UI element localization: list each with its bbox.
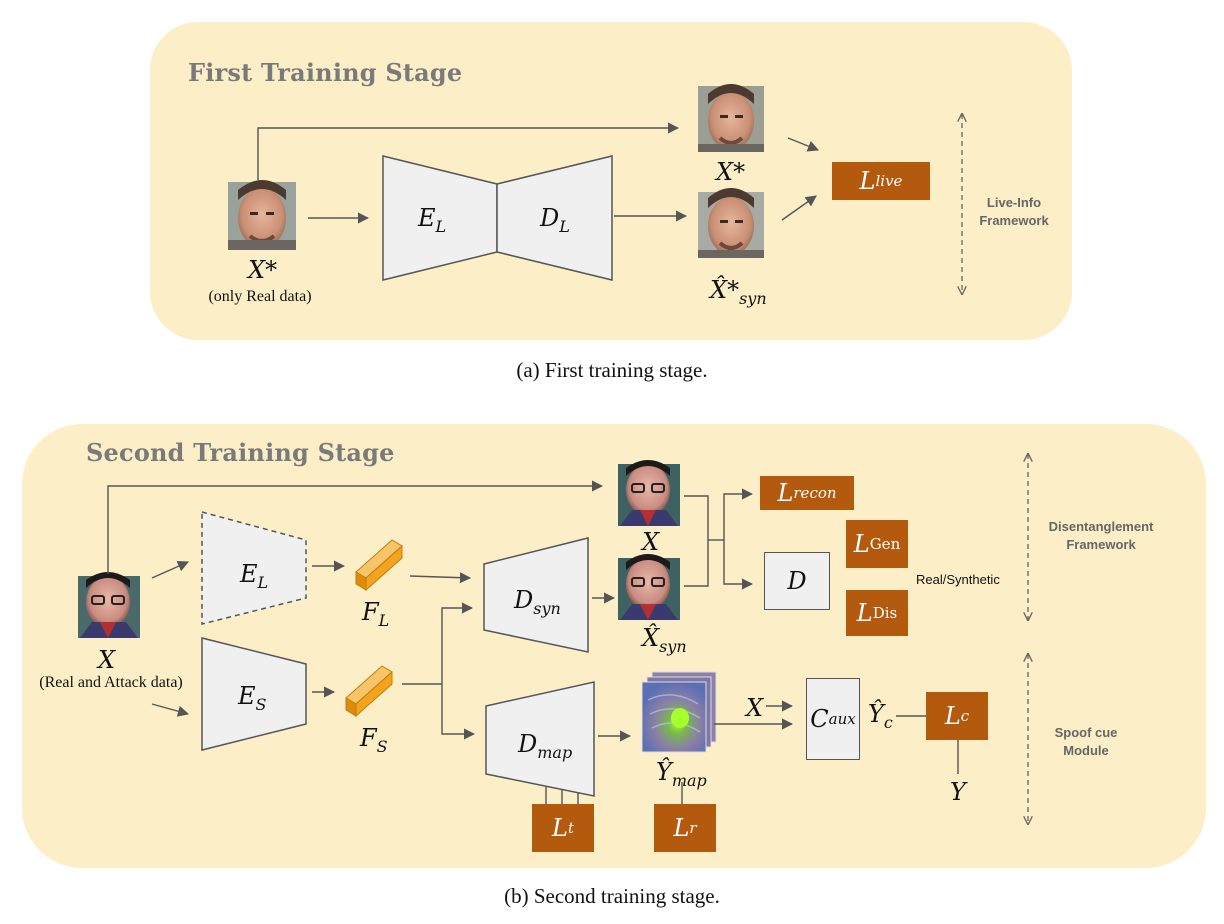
stage2-target-label: X — [642, 528, 660, 556]
stage1-synth-face-image — [698, 188, 764, 258]
stage2-map-decoder-block — [485, 681, 595, 797]
stage2-live-encoder-label: EL — [240, 560, 269, 592]
stage1-synth-to-loss-arrow — [781, 195, 817, 221]
stage2-to-disc-arrow — [723, 540, 754, 590]
stage2-discriminator-block: D — [764, 552, 830, 610]
stage2-live-feature-to-dec-arrow — [409, 572, 472, 584]
stage2-spoof-feature-label: FS — [360, 724, 388, 756]
stage2-real-synthetic-label: Real/Synthetic — [916, 572, 1000, 587]
stage2-spoof-encoder-block — [201, 637, 307, 751]
stage2-input-to-spoof-encoder-arrow — [151, 703, 190, 717]
stage2-spoof-to-syn-arrow — [441, 602, 474, 684]
stage2-title: Second Training Stage — [86, 438, 395, 467]
stage2-gt-label: Y — [950, 778, 966, 806]
stage2-live-feature-icon — [355, 539, 403, 592]
stage1-decoder-label: DL — [540, 204, 570, 236]
stage1-input-label: X* — [248, 256, 278, 284]
stage2-panel — [22, 424, 1206, 868]
stage2-syn-decoder-block — [483, 537, 589, 653]
stage2-live-feature-label: FL — [362, 598, 390, 630]
stage2-input-label: X — [98, 646, 116, 674]
stage1-title: First Training Stage — [188, 58, 463, 87]
stage1-target-to-loss-arrow — [787, 137, 820, 152]
stage1-input-note: (only Real data) — [208, 288, 312, 305]
stage2-input-note: (Real and Attack data) — [39, 674, 183, 691]
stage2-synth-face-image — [618, 554, 680, 620]
stage2-to-recon-arrow — [723, 488, 754, 540]
stage1-synth-label: X̂*syn — [710, 276, 767, 308]
stage2-aux-input-label: X — [746, 694, 764, 722]
stage2-spoof-to-map-arrow — [441, 684, 476, 740]
stage1-encoder-label: EL — [418, 204, 447, 236]
stage2-syn-decoder-label: Dsyn — [514, 586, 561, 618]
stage2-pred-label: Ŷc — [868, 700, 893, 732]
stage1-skip-arrow — [257, 122, 680, 180]
caption-a: (a) First training stage. — [516, 358, 708, 382]
stage2-input-face-image — [78, 572, 140, 638]
stage1-decoder-block — [496, 155, 613, 281]
stage2-skip-arrow — [107, 480, 604, 574]
stage2-spoof-feature-icon — [345, 665, 393, 718]
stage2-spoof-map-image — [641, 671, 717, 753]
stage1-target-label: X* — [716, 158, 746, 186]
stage2-target-merge — [684, 495, 709, 587]
stage2-spoof-encoder-label: ES — [238, 682, 267, 714]
stage2-input-to-live-encoder-arrow — [151, 560, 190, 579]
stage1-target-face-image — [698, 84, 764, 152]
stage2-target-face-image — [618, 460, 680, 526]
stage2-live-encoder-block — [201, 511, 307, 625]
caption-b: (b) Second training stage. — [504, 884, 720, 908]
stage2-map-label: Ŷmap — [656, 758, 707, 790]
stage1-input-face-image — [228, 180, 296, 250]
stage2-synth-label: X̂syn — [642, 624, 687, 656]
stage2-map-decoder-label: Dmap — [518, 730, 573, 762]
